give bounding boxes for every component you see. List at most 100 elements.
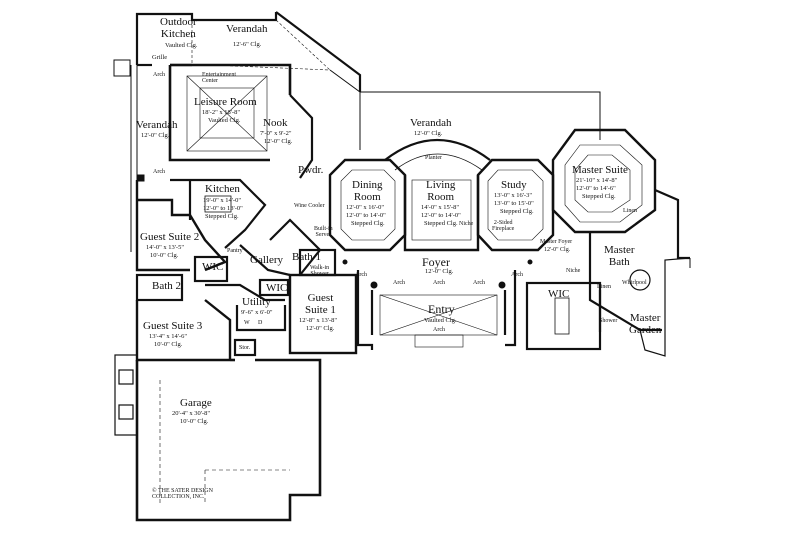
garage-size: 20'-4" x 30'-8" (172, 410, 210, 417)
guest-suite-3-ceiling: 10'-0" Clg. (154, 341, 183, 348)
master-foyer-label: Master Foyer (540, 239, 573, 245)
nook-walls (289, 94, 314, 179)
shower-label: Shower (599, 318, 618, 324)
right-exterior (677, 210, 691, 268)
left-verandah-edge (113, 59, 145, 252)
leisure-room-label: Leisure Room (194, 96, 257, 108)
arch-label: Arch (433, 280, 445, 286)
verandah-main-label: Verandah (410, 117, 452, 129)
garage-label: Garage (180, 397, 212, 409)
dining-ceiling (340, 169, 396, 241)
living-bay (384, 138, 491, 171)
kitchen-walls (170, 178, 267, 249)
storage-label: Stor. (239, 345, 251, 351)
study-ceiling (487, 169, 544, 241)
pantry-label: Pantry (227, 248, 243, 254)
study-walls (476, 158, 555, 252)
master-suite-ceiling: 12'-0" to 14'-6" (576, 185, 616, 192)
leisure-room-size: 18'-2" x 18'-8" (202, 109, 240, 116)
dining-room-ceiling: 12'-0" to 14'-0" (346, 212, 386, 219)
dining-room-label: Dining Room (352, 179, 383, 203)
master-garden-label: Master Garden (629, 312, 662, 336)
leisure-room-walls (168, 63, 292, 162)
living-ceiling (411, 179, 472, 241)
walk-in-shower-label: Walk-in Shower (310, 265, 330, 278)
nook-ceiling: 12'-0" Clg. (264, 138, 293, 145)
master-garden-wall (629, 257, 691, 357)
linen-bottom-label: Linen (597, 284, 611, 290)
arch-label: Arch (153, 72, 165, 78)
wic-2-label: WIC (266, 282, 288, 294)
leisure-ceiling (186, 75, 268, 152)
living-room-ceiling-type: Stepped Clg. (424, 220, 458, 227)
study-ceiling: 13'-0" to 15'-0" (494, 200, 534, 207)
dining-room-walls (328, 158, 407, 252)
master-foyer-ceiling: 12'-0" Clg. (544, 247, 571, 253)
grille-label: Grille (152, 54, 168, 61)
living-room-label: Living Room (426, 179, 456, 203)
arch-label: Arch (473, 280, 485, 286)
dining-room-ceiling-type: Stepped Clg. (351, 220, 385, 227)
verandah-left-ceiling: 12'-0" Clg. (141, 132, 170, 139)
guest-suite-1-label: Guest Suite 1 (305, 292, 336, 316)
guest-suite-1-ceiling: 12'-0" Clg. (306, 325, 335, 332)
guest-suite-2-size: 14'-0" x 13'-5" (146, 244, 184, 251)
leisure-room-ceiling: Vaulted Clg. (208, 117, 241, 124)
arch-label: Arch (393, 280, 405, 286)
kitchen-size: 19'-0" x 14'-0" (203, 197, 241, 204)
master-suite-label: Master Suite (572, 164, 628, 176)
foyer-ceiling: 12'-0" Clg. (425, 268, 454, 275)
guest-suite-3-size: 13'-4" x 14'-6" (149, 333, 187, 340)
master-suite-ceiling-type: Stepped Clg. (582, 193, 616, 200)
living-room-ceiling: 12'-0" to 14'-0" (421, 212, 461, 219)
master-ceiling (564, 144, 643, 223)
outdoor-kitchen-label: Outdoor Kitchen (160, 16, 197, 40)
verandah-top-ceiling: 12'-6" Clg. (233, 41, 262, 48)
study-size: 13'-0" x 16'-3" (494, 192, 532, 199)
guest-suite-2-label: Guest Suite 2 (140, 231, 200, 243)
guest-suite-2-ceiling: 10'-0" Clg. (150, 252, 179, 259)
garage-walls (135, 358, 322, 522)
bath-1-label: Bath 1 (292, 251, 322, 263)
nook-size: 7'-0" x 9'-2" (260, 130, 292, 137)
study-ceiling-type: Stepped Clg. (500, 208, 534, 215)
gallery-walls (239, 218, 337, 277)
verandah-left-label: Verandah (136, 119, 178, 131)
utility-size: 9'-6" x 6'-0" (241, 309, 273, 316)
main-verandah-edge (329, 69, 601, 150)
guest-suite-3-label: Guest Suite 3 (143, 320, 203, 332)
linen-top-label: Linen (623, 208, 637, 214)
service-walls (135, 255, 290, 357)
garage-bump (114, 354, 138, 436)
master-bath-label: Master Bath (604, 244, 635, 268)
entry-ceiling: Vaulted Clg. (424, 317, 457, 324)
guest-suite-2-walls (135, 180, 228, 272)
arch-label: Arch (511, 272, 523, 278)
verandah-main-ceiling: 12'-0" Clg. (414, 130, 443, 137)
master-wic-walls (525, 281, 602, 351)
master-suite-size: 21'-10" x 14'-8" (576, 177, 618, 184)
gallery-label: Gallery (250, 254, 283, 266)
built-in-server-label: Built-in Server (314, 226, 333, 239)
dining-room-size: 12'-0" x 16'-0" (346, 204, 384, 211)
copyright-notice: © THE SATER DESIGN COLLECTION, INC. (152, 488, 213, 501)
utility-label: Utility (242, 296, 271, 308)
bath-2-label: Bath 2 (152, 280, 182, 292)
guest-suite-1-size: 12'-8" x 13'-8" (299, 317, 337, 324)
kitchen-label: Kitchen (205, 183, 240, 195)
arch-label: Arch (355, 272, 367, 278)
washer-label: W (244, 320, 250, 326)
foyer-label: Foyer (422, 255, 450, 269)
master-niche-label: Niche (566, 268, 581, 274)
garage-doors (159, 380, 290, 505)
kitchen-ceiling: 12'-0" to 13'-0" (203, 205, 243, 212)
powder-room-label: Pwdr. (298, 164, 324, 176)
entry-walls (356, 270, 517, 350)
planter-label: Planter (425, 155, 442, 161)
verandah-top-label: Verandah (226, 23, 268, 35)
nook-label: Nook (263, 117, 288, 129)
arch-label: Arch (153, 169, 165, 175)
master-wic-label: WIC (548, 288, 570, 300)
entry-label: Entry (428, 302, 455, 316)
living-room-size: 14'-0" x 15'-8" (421, 204, 459, 211)
